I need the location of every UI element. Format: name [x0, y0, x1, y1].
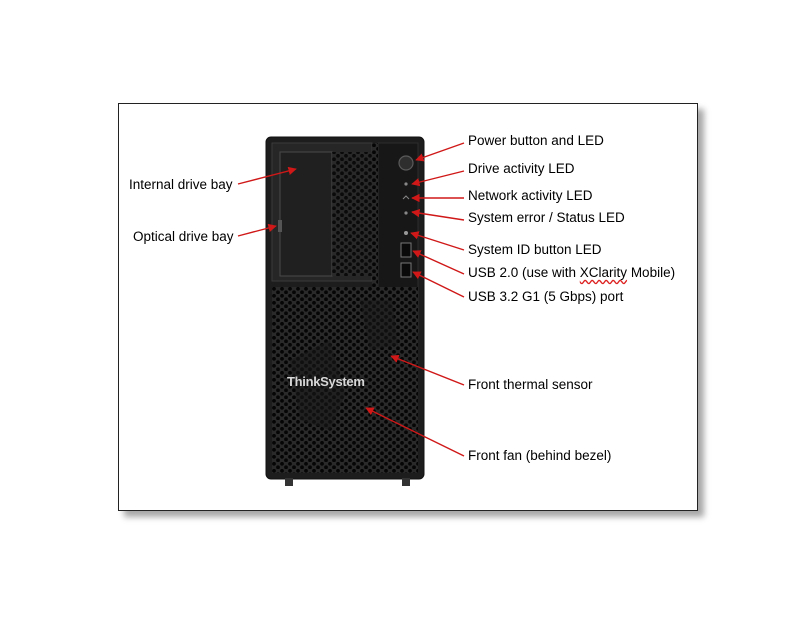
drive-activity-led [404, 182, 408, 186]
arrow-usb20 [412, 250, 465, 275]
system-id-button[interactable] [404, 231, 408, 235]
upper-vent-mesh [332, 152, 372, 276]
drive-bay-latch [278, 220, 282, 232]
label-optical-drive-bay: Optical drive bay [133, 229, 234, 244]
label-network-activity: Network activity LED [468, 188, 593, 203]
arrow-internal-drive-bay [237, 166, 297, 185]
callout-arrows [237, 142, 465, 457]
arrow-power-button [415, 142, 465, 162]
arrow-system-id [410, 231, 465, 251]
label-usb20-suffix: Mobile) [627, 265, 676, 280]
label-power-button: Power button and LED [468, 133, 604, 148]
label-usb32: USB 3.2 G1 (5 Gbps) port [468, 289, 624, 304]
label-internal-drive-bay: Internal drive bay [129, 177, 233, 192]
sensor-shadow [360, 300, 398, 350]
system-error-led [404, 211, 408, 215]
usb32-port[interactable] [400, 262, 412, 278]
arrow-usb32 [412, 271, 465, 298]
network-activity-led [402, 195, 410, 200]
label-usb20: USB 2.0 (use with XClarity Mobile) [468, 265, 675, 281]
arrow-drive-activity [411, 170, 465, 187]
label-usb20-prefix: USB 2.0 (use with [468, 265, 580, 280]
thinksystem-logo: ThinkSystem [287, 374, 365, 389]
label-system-id: System ID button LED [468, 242, 602, 257]
fan-shadow [290, 340, 345, 430]
arrow-thermal-sensor [390, 354, 465, 386]
usb20-port[interactable] [400, 242, 412, 258]
label-thermal-sensor: Front thermal sensor [468, 377, 593, 392]
label-usb20-brand: XClarity [579, 265, 628, 280]
side-vent [372, 143, 378, 333]
chassis-foot-right [402, 478, 410, 486]
power-button-icon[interactable] [398, 155, 414, 171]
label-front-fan: Front fan (behind bezel) [468, 448, 612, 463]
arrow-system-error [411, 208, 465, 221]
server-chassis: ST50 V3 ThinkSystem [265, 136, 425, 486]
chassis-foot-left [285, 478, 293, 486]
arrow-optical-drive-bay [237, 223, 277, 237]
label-drive-activity: Drive activity LED [468, 161, 575, 176]
arrow-front-fan [365, 407, 465, 457]
label-system-error: System error / Status LED [468, 210, 625, 225]
